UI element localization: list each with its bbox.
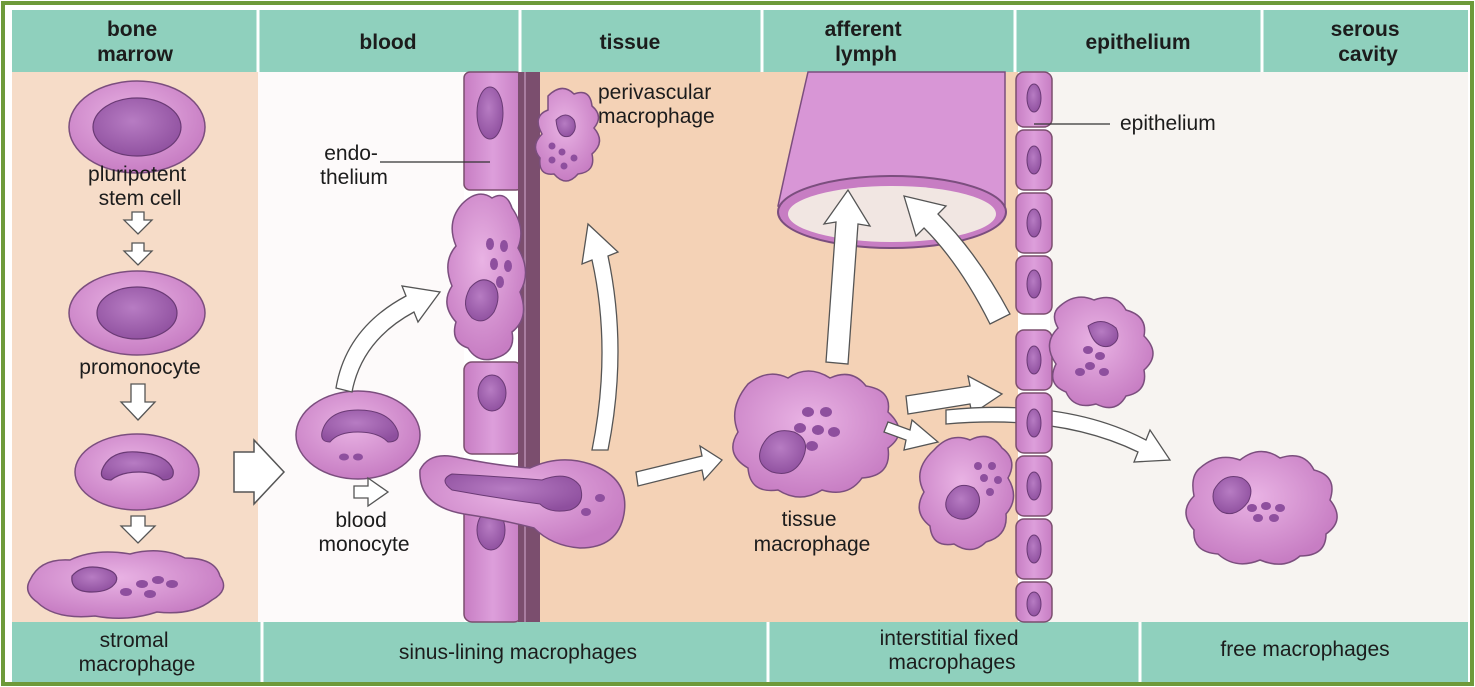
header-col-tissue: tissue <box>600 31 661 54</box>
label-promonocyte: promonocyte <box>79 356 200 379</box>
label-epithelium: epithelium <box>1120 112 1216 135</box>
epithelium-layer <box>1016 72 1052 622</box>
header-col-epithelium: epithelium <box>1085 31 1190 54</box>
footer-free-macrophages: free macrophages <box>1220 638 1389 661</box>
footer-interstitial-fixed-macrophages: interstitial fixed macrophages <box>880 627 1025 674</box>
header-col-blood: blood <box>359 31 416 54</box>
interstitial-macrophage <box>919 436 1013 549</box>
footer-bar: stromal macrophage sinus-lining macropha… <box>12 622 1468 682</box>
promonocyte-cell <box>69 271 205 355</box>
label-pluripotent-stem-cell: pluripotent stem cell <box>88 163 192 210</box>
header-bar: bone marrow blood tissue afferent lymph … <box>12 10 1468 72</box>
afferent-lymph-vessel <box>778 72 1006 248</box>
marrow-monocyte-cell <box>75 434 199 510</box>
sinus-lining-macrophage <box>447 194 526 359</box>
blood-monocyte-cell <box>296 391 420 479</box>
stromal-macrophage-cell <box>28 551 224 618</box>
label-endothelium: endo- thelium <box>320 142 388 189</box>
footer-sinus-lining-macrophages: sinus-lining macrophages <box>399 641 637 664</box>
label-perivascular-macrophage: perivascular macrophage <box>598 81 717 128</box>
pluripotent-stem-cell <box>69 81 205 173</box>
